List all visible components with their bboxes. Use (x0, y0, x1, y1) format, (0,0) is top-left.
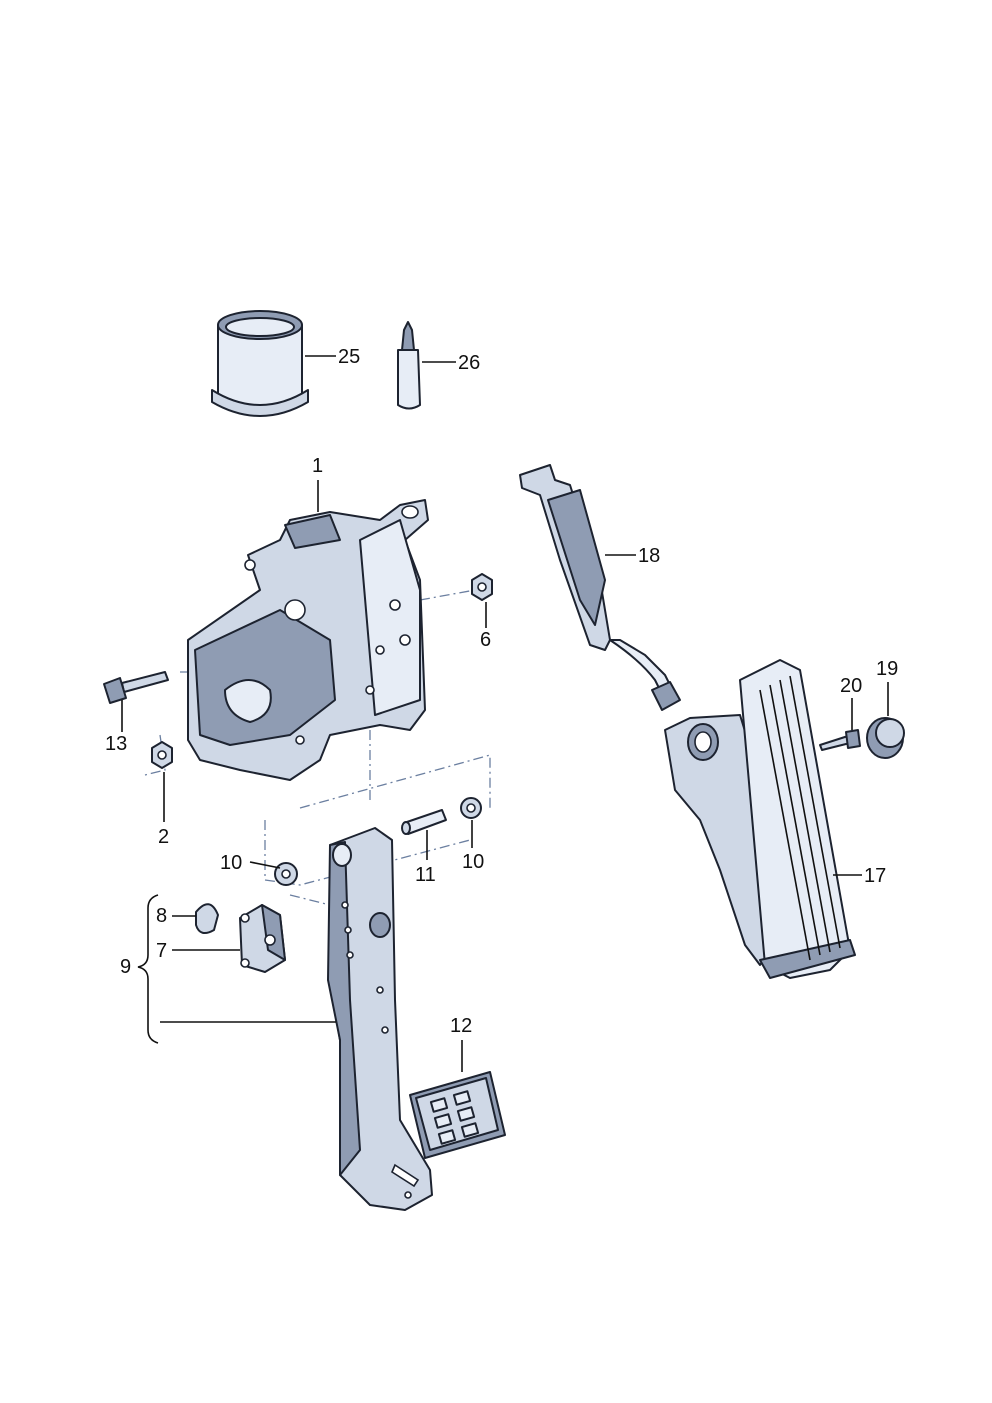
callout-9: 9 (120, 956, 131, 978)
callout-13: 13 (105, 733, 127, 755)
part-20-screw[interactable] (819, 729, 861, 751)
part-10-bushing-right[interactable] (460, 797, 482, 819)
part-9-clutch-pedal[interactable] (327, 827, 433, 1211)
callout-8: 8 (156, 905, 167, 927)
callout-20: 20 (840, 675, 862, 697)
callout-25: 25 (338, 346, 360, 368)
callout-26: 26 (458, 352, 480, 374)
callout-11: 11 (415, 864, 436, 886)
part-6-nut[interactable] (471, 573, 493, 601)
callout-6: 6 (480, 629, 491, 651)
part-13-bolt[interactable] (103, 671, 169, 704)
callout-labels: 1 2 6 7 8 9 10 10 11 12 13 17 18 19 20 2… (105, 346, 898, 1037)
part-19-cap[interactable] (866, 717, 905, 759)
leader-lines (121, 355, 889, 1072)
part-11-pin[interactable] (401, 809, 447, 835)
callout-10a: 10 (220, 852, 242, 874)
callout-7: 7 (156, 940, 167, 962)
callout-2: 2 (158, 826, 169, 848)
part-12-pedal-pad[interactable] (409, 1071, 506, 1159)
part-7-clip[interactable] (239, 904, 286, 973)
callout-1: 1 (312, 455, 323, 477)
callout-19: 19 (876, 658, 898, 680)
part-25-sleeve[interactable] (211, 310, 309, 417)
part-17-accelerator-pedal[interactable] (664, 659, 856, 979)
callout-10b: 10 (462, 851, 484, 873)
part-26-grease-tube[interactable] (397, 321, 421, 410)
callout-18: 18 (638, 545, 660, 567)
callout-12: 12 (450, 1015, 472, 1037)
part-18-sensor-bracket[interactable] (519, 464, 681, 711)
part-10-bushing-left[interactable] (274, 862, 298, 886)
part-8-cap[interactable] (195, 903, 219, 935)
part-1-pedal-bracket[interactable] (187, 499, 429, 781)
part-2-nut[interactable] (151, 741, 173, 769)
callout-17: 17 (864, 865, 886, 887)
